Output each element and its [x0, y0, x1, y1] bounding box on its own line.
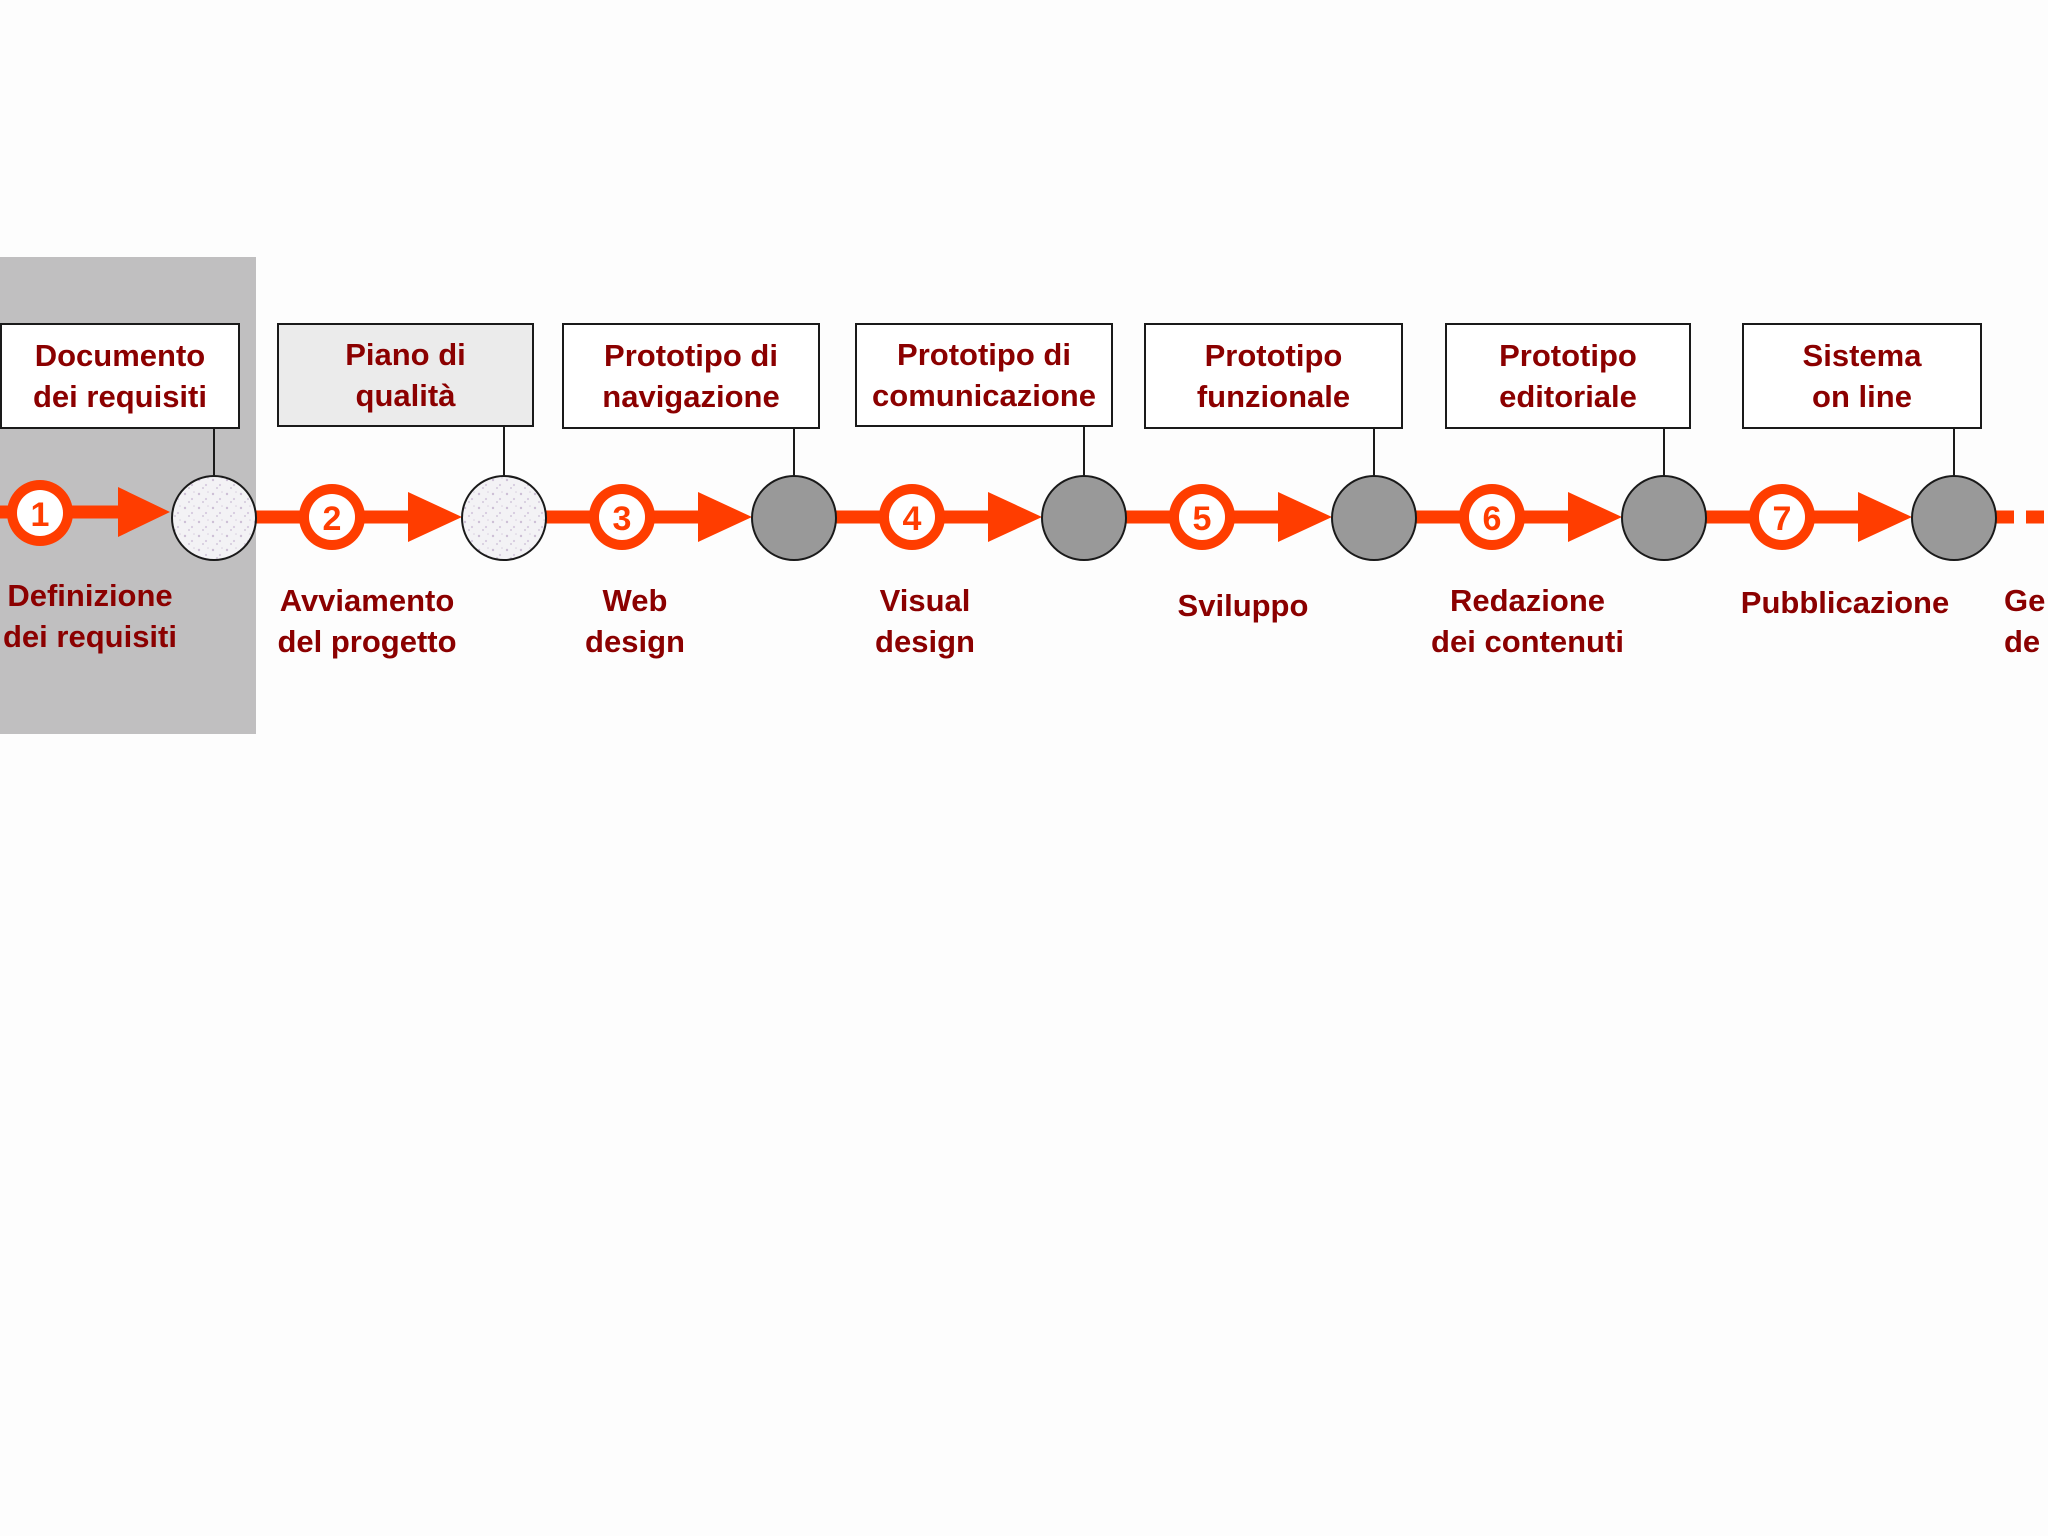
milestone-3	[751, 475, 837, 561]
step-number-7: 7	[1773, 500, 1792, 538]
deliverable-box-5: Prototipo funzionale	[1144, 323, 1403, 429]
milestone-1	[171, 475, 257, 561]
step-circle-5: 5	[1169, 484, 1235, 550]
deliverable-box-1: Documento dei requisiti	[0, 323, 240, 429]
phase-label-3: Web design	[585, 583, 685, 659]
step-number-3: 3	[613, 500, 632, 538]
milestone-2	[461, 475, 547, 561]
step-circle-1: 1	[7, 480, 73, 546]
step-number-6: 6	[1483, 500, 1502, 538]
deliverable-box-7: Sistema on line	[1742, 323, 1982, 429]
phase-label-7: Pubblicazione	[1740, 585, 1950, 620]
step-number-2: 2	[323, 500, 342, 538]
phase-label-8: Ge de	[2004, 583, 2046, 659]
phase-label-4: Visual design	[875, 583, 975, 659]
milestone-6	[1621, 475, 1707, 561]
step-circle-4: 4	[879, 484, 945, 550]
milestone-4	[1041, 475, 1127, 561]
deliverable-box-4: Prototipo di comunicazione	[855, 323, 1113, 427]
step-number-5: 5	[1193, 500, 1212, 538]
step-number-4: 4	[903, 500, 922, 538]
milestone-5	[1331, 475, 1417, 561]
phase-label-6: Redazione dei contenuti	[1431, 583, 1624, 659]
deliverable-box-3: Prototipo di navigazione	[562, 323, 820, 429]
step-circle-2: 2	[299, 484, 365, 550]
step-circle-3: 3	[589, 484, 655, 550]
phase-label-5: Sviluppo	[1177, 588, 1309, 623]
step-circle-7: 7	[1749, 484, 1815, 550]
phase-label-2: Avviamento del progetto	[277, 583, 457, 659]
deliverable-box-2: Piano di qualità	[277, 323, 534, 427]
step-circle-6: 6	[1459, 484, 1525, 550]
deliverable-box-6: Prototipo editoriale	[1445, 323, 1691, 429]
milestone-7	[1911, 475, 1997, 561]
step-number-1: 1	[31, 496, 50, 534]
phase-label-1: Definizione dei requisiti	[3, 578, 177, 654]
